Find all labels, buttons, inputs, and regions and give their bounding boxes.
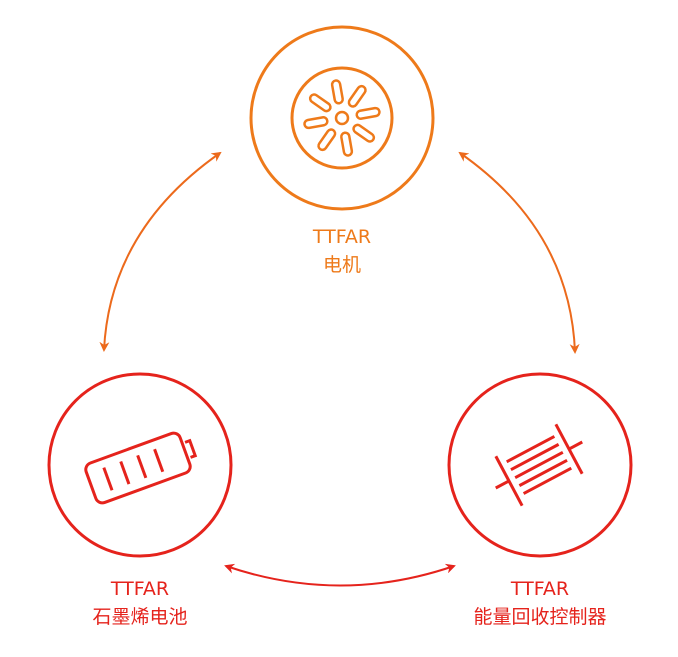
motor-name: 电机 bbox=[322, 254, 361, 276]
battery-label: TTFAR 石墨烯电池 bbox=[30, 575, 250, 631]
motor-brand: TTFAR bbox=[312, 226, 372, 248]
arrow-motor-battery bbox=[99, 151, 222, 352]
battery-brand: TTFAR bbox=[110, 578, 170, 600]
arrow-battery-controller bbox=[224, 563, 456, 587]
battery-name: 石墨烯电池 bbox=[92, 606, 188, 628]
battery-node bbox=[47, 372, 233, 558]
battery-icon bbox=[84, 431, 198, 505]
motor-node bbox=[249, 25, 435, 211]
controller-brand: TTFAR bbox=[510, 578, 570, 600]
controller-label: TTFAR 能量回收控制器 bbox=[430, 575, 650, 631]
arrow-motor-controller bbox=[458, 151, 580, 354]
coil-icon bbox=[494, 423, 584, 507]
controller-name: 能量回收控制器 bbox=[473, 606, 607, 628]
controller-node bbox=[447, 372, 633, 558]
motor-label: TTFAR 电机 bbox=[232, 223, 452, 279]
motor-icon bbox=[290, 66, 394, 170]
